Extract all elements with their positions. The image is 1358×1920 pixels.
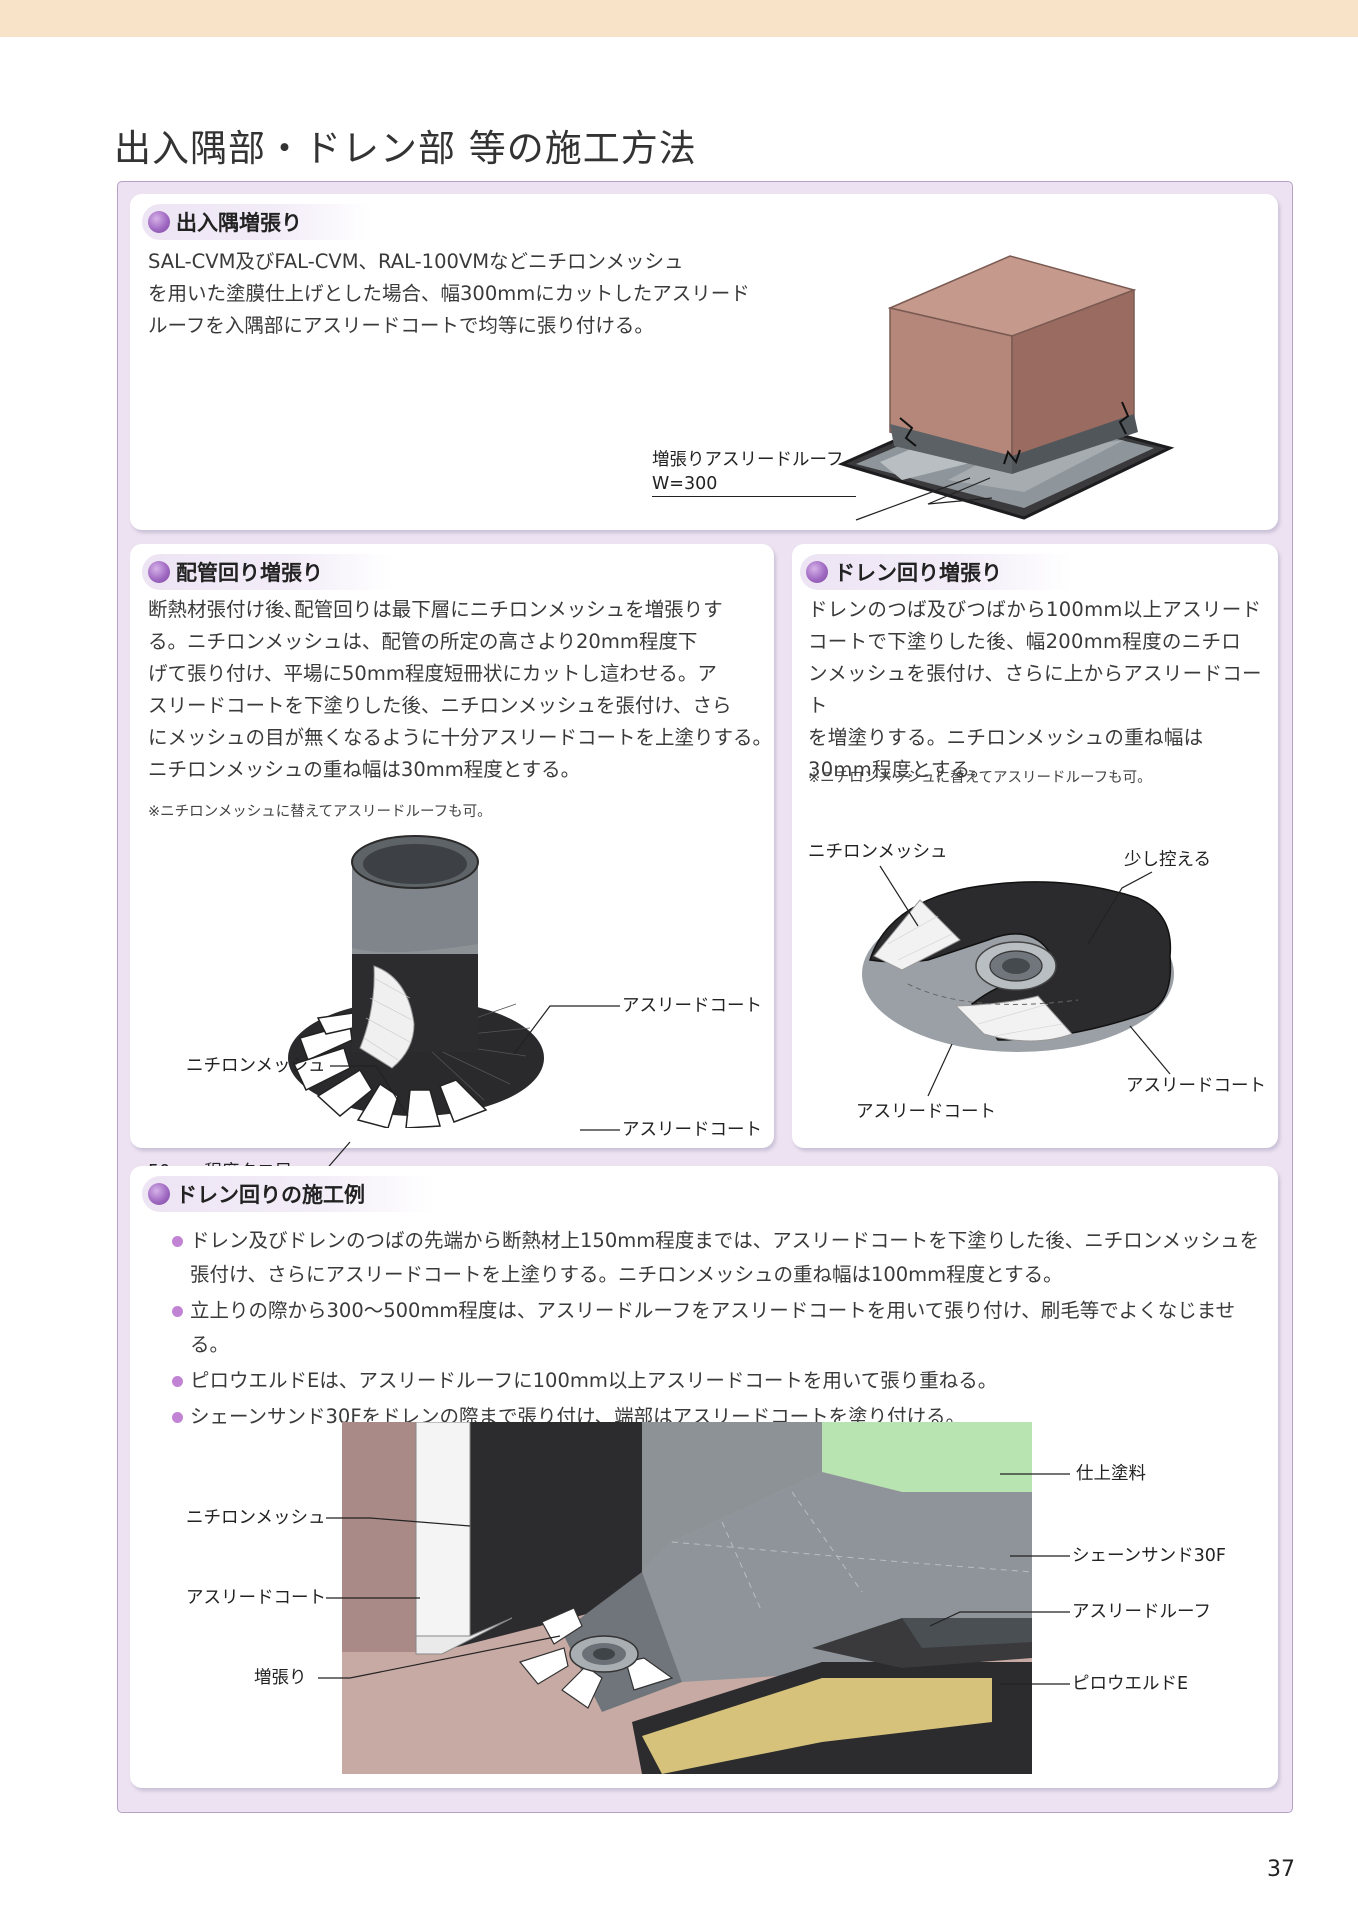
pipe-label-coat-lower: アスリードコート: [622, 1120, 762, 1140]
drain-line-1: ドレンのつば及びつばから100mm以上アスリード: [808, 598, 1262, 621]
drain-section-header: ドレン回り増張り: [800, 554, 1072, 590]
pipe-line-3: げて張り付け、平場に50mm程度短冊状にカットし這わせる。ア: [148, 662, 717, 685]
corner-illustration: [837, 255, 1175, 521]
pipe-label-coat-upper: アスリードコート: [622, 996, 762, 1016]
page-title: 出入隅部・ドレン部 等の施工方法: [114, 127, 697, 170]
pipe-line-2: る。ニチロンメッシュは、配管の所定の高さより20mm程度下: [148, 630, 698, 653]
bullet-dot-icon: [148, 561, 170, 583]
drain-line-3: ンメッシュを張付け、さらに上からアスリードコート: [808, 662, 1262, 717]
pipe-section-title: 配管回り増張り: [176, 561, 323, 585]
pipe-line-1: 断熱材張付け後､配管回りは最下層にニチロンメッシュを増張りす: [148, 598, 723, 621]
example-label-finish: 仕上塗料: [1076, 1464, 1146, 1484]
drain-example-section-title: ドレン回りの施工例: [176, 1183, 365, 1207]
pipe-text: 断熱材張付け後､配管回りは最下層にニチロンメッシュを増張りす る。ニチロンメッシ…: [148, 594, 772, 786]
drain-text: ドレンのつば及びつばから100mm以上アスリード コートで下塗りした後、幅200…: [808, 594, 1278, 786]
example-label-coat: アスリードコート: [186, 1588, 326, 1608]
corner-line-1: SAL-CVM及びFAL-CVM、RAL-100VMなどニチロンメッシュ: [148, 250, 684, 273]
pipe-section-header: 配管回り増張り: [142, 554, 393, 590]
pipe-section: 配管回り増張り 断熱材張付け後､配管回りは最下層にニチロンメッシュを増張りす る…: [130, 544, 774, 1182]
drain-section: ドレン回り増張り ドレンのつば及びつばから100mm以上アスリード コートで下塗…: [792, 544, 1278, 1148]
bullet-dot-icon: [806, 561, 828, 583]
drain-example-illustration: [342, 1422, 1032, 1774]
corner-section-header: 出入隅増張り: [142, 204, 372, 240]
example-label-roof: アスリードルーフ: [1072, 1602, 1211, 1622]
corner-callout-line-2: W=300: [652, 472, 856, 497]
drain-leader-lines: [879, 865, 1171, 1097]
drain-note: ※ニチロンメッシュに替えてアスリードルーフも可。: [808, 770, 1152, 786]
pipe-leader-lines: [298, 1005, 620, 1173]
drain-label-step-back: 少し控える: [1124, 850, 1211, 870]
drain-section-title: ドレン回り増張り: [834, 561, 1002, 585]
page-number: 37: [1267, 1857, 1295, 1882]
drain-line-4: を増塗りする。ニチロンメッシュの重ね幅は: [808, 726, 1204, 749]
list-item: 立上りの際から300～500mm程度は、アスリードルーフをアスリードコートを用い…: [172, 1294, 1272, 1362]
drain-label-coat-right: アスリードコート: [1126, 1076, 1266, 1096]
pipe-label-mesh: ニチロンメッシュ: [186, 1056, 326, 1076]
bullet-dot-icon: [148, 211, 170, 233]
bullet-dot-icon: [148, 1183, 170, 1205]
drain-example-section-header: ドレン回りの施工例: [142, 1176, 435, 1212]
corner-section: 出入隅増張り SAL-CVM及びFAL-CVM、RAL-100VMなどニチロンメ…: [130, 194, 1278, 530]
list-item: ピロウエルドEは、アスリードルーフに100mm以上アスリードコートを用いて張り重…: [172, 1364, 1272, 1398]
pipe-line-5: にメッシュの目が無くなるように十分アスリードコートを上塗りする。: [148, 726, 773, 749]
example-label-mesh: ニチロンメッシュ: [186, 1508, 326, 1528]
example-label-pillow: ピロウエルドE: [1072, 1674, 1189, 1694]
top-band: [0, 0, 1358, 37]
example-label-sand: シェーンサンド30F: [1072, 1546, 1226, 1566]
corner-line-3: ルーフを入隅部にアスリードコートで均等に張り付ける。: [148, 314, 654, 337]
corner-callout-line-1: 増張りアスリードルーフ: [652, 450, 844, 470]
corner-line-2: を用いた塗膜仕上げとした場合、幅300mmにカットしたアスリード: [148, 282, 750, 305]
pipe-illustration: [288, 835, 544, 1128]
drain-example-section: ドレン回りの施工例 ドレン及びドレンのつばの先端から断熱材上150mm程度までは…: [130, 1166, 1278, 1788]
drain-example-bullets: ドレン及びドレンのつばの先端から断熱材上150mm程度までは、アスリードコートを…: [172, 1224, 1272, 1436]
drain-line-5: 30mm程度とする。: [808, 758, 991, 781]
drain-line-2: コートで下塗りした後、幅200mm程度のニチロ: [808, 630, 1242, 653]
corner-callout: 増張りアスリードルーフ W=300: [652, 448, 856, 497]
list-item: ドレン及びドレンのつばの先端から断熱材上150mm程度までは、アスリードコートを…: [172, 1224, 1260, 1292]
pipe-line-4: スリードコートを下塗りした後、ニチロンメッシュを張付け、さら: [148, 694, 732, 717]
pipe-note: ※ニチロンメッシュに替えてアスリードルーフも可。: [148, 804, 492, 820]
drain-illustration: [862, 881, 1174, 1052]
pipe-line-6: ニチロンメッシュの重ね幅は30mm程度とする。: [148, 758, 581, 781]
example-label-extra: 増張り: [254, 1668, 307, 1688]
drain-label-coat-bottom: アスリードコート: [856, 1102, 996, 1122]
content-frame: 出入隅増張り SAL-CVM及びFAL-CVM、RAL-100VMなどニチロンメ…: [117, 181, 1293, 1813]
example-leader-lines: [318, 1473, 1070, 1685]
drain-label-mesh: ニチロンメッシュ: [808, 842, 948, 862]
corner-section-title: 出入隅増張り: [176, 211, 302, 235]
corner-text: SAL-CVM及びFAL-CVM、RAL-100VMなどニチロンメッシュ を用い…: [148, 246, 750, 342]
